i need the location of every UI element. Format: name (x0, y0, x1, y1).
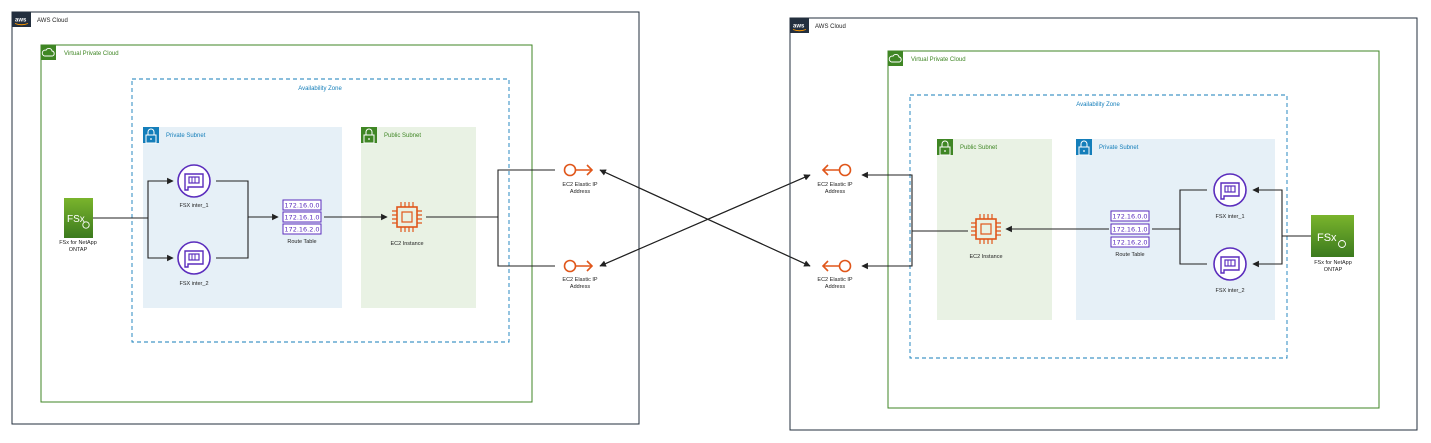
route-table-label: Route Table (1115, 252, 1144, 258)
eip-label-line1: EC2 Elastic IP (562, 277, 597, 283)
left-availability-zone: Availability Zone (131, 78, 510, 343)
eip-label-line2: Address (825, 284, 845, 290)
left-connectors (92, 169, 555, 267)
aws-logo-icon (790, 18, 809, 33)
fsx-netapp-label-line2: ONTAP (69, 247, 88, 253)
fsx-inter-2-label: FSX inter_2 (1215, 288, 1244, 294)
ec2-instance-label: EC2 Instance (969, 254, 1002, 260)
aws-cloud-label: AWS Cloud (37, 18, 68, 24)
fsx-netapp-icon (64, 198, 93, 238)
eip-label-line2: Address (825, 189, 845, 195)
aws-logo-text: aws (15, 18, 27, 24)
network-interface-icon (177, 164, 211, 198)
aws-logo-text: aws (793, 24, 805, 30)
left-vpc: Virtual Private Cloud (40, 44, 533, 403)
left-aws-cloud: aws AWS Cloud (11, 11, 640, 425)
network-interface-icon (1213, 173, 1247, 207)
fsx-netapp-icon (1311, 215, 1354, 257)
fsx-netapp-label-line2: ONTAP (1324, 267, 1343, 273)
fsx-netapp-label-line1: FSx for NetApp (1314, 260, 1352, 266)
fsx-netapp-right: FSx FSx for NetApp ONTAP (1311, 215, 1354, 273)
eip-label-line2: Address (570, 189, 590, 195)
network-interface-icon (1213, 247, 1247, 281)
elastic-ip-icon (563, 259, 593, 273)
fsx-inter-2-left: FSX inter_2 (177, 241, 211, 287)
eip-label-line1: EC2 Elastic IP (817, 182, 852, 188)
fsx-inter-2-right: FSX inter_2 (1213, 247, 1247, 294)
right-vpc: Virtual Private Cloud (887, 50, 1380, 409)
fsx-netapp-left: FSx FSx for NetApp ONTAP (59, 198, 97, 253)
ec2-instance-left: EC2 Instance (390, 201, 424, 247)
elastic-ip-icon (822, 259, 852, 273)
network-interface-icon (177, 241, 211, 275)
eip-left-bottom: EC2 Elastic IP Address (562, 259, 598, 290)
public-subnet-label: Public Subnet (384, 133, 421, 139)
ec2-instance-right: EC2 Instance (969, 213, 1003, 260)
route-entry: 172.16.0.0 (284, 202, 319, 210)
fsx-logo-text: FSx (67, 214, 85, 225)
route-table-label: Route Table (287, 239, 316, 245)
fsx-inter-1-left: FSX inter_1 (177, 164, 211, 209)
route-entry: 172.16.2.0 (1112, 239, 1147, 247)
availability-zone-label: Availability Zone (1076, 102, 1120, 108)
aws-cloud-label: AWS Cloud (815, 24, 846, 30)
eip-label-line1: EC2 Elastic IP (817, 277, 852, 283)
route-entry: 172.16.2.0 (284, 226, 319, 234)
fsx-inter-1-label: FSX inter_1 (179, 203, 208, 209)
aws-logo-icon (12, 12, 31, 27)
fsx-logo-text: FSx (1317, 232, 1337, 244)
elastic-ip-icon (563, 163, 593, 177)
fsx-inter-1-label: FSX inter_1 (1215, 214, 1244, 220)
route-table-left: 172.16.0.0 172.16.1.0 172.16.2.0 Route T… (282, 199, 322, 245)
availability-zone-label: Availability Zone (298, 86, 342, 92)
ec2-instance-label: EC2 Instance (390, 241, 423, 247)
elastic-ip-icon (822, 163, 852, 177)
route-entry: 172.16.0.0 (1112, 213, 1147, 221)
cross-links (599, 169, 811, 267)
vpc-label: Virtual Private Cloud (64, 51, 119, 57)
fsx-inter-1-right: FSX inter_1 (1213, 173, 1247, 220)
eip-label-line1: EC2 Elastic IP (562, 182, 597, 188)
vpc-label: Virtual Private Cloud (911, 57, 966, 63)
right-availability-zone: Availability Zone (909, 94, 1288, 359)
route-entry: 172.16.1.0 (284, 214, 319, 222)
fsx-netapp-label-line1: FSx for NetApp (59, 240, 97, 246)
eip-right-bottom: EC2 Elastic IP Address (817, 259, 853, 290)
right-connectors (861, 171, 1311, 270)
eip-left-top: EC2 Elastic IP Address (562, 163, 598, 195)
private-subnet-label: Private Subnet (166, 133, 206, 139)
right-aws-cloud: aws AWS Cloud (789, 17, 1418, 431)
route-entry: 172.16.1.0 (1112, 226, 1147, 234)
eip-label-line2: Address (570, 284, 590, 290)
route-table-right: 172.16.0.0 172.16.1.0 172.16.2.0 Route T… (1110, 210, 1150, 258)
public-subnet-label: Public Subnet (960, 145, 997, 151)
eip-right-top: EC2 Elastic IP Address (817, 163, 853, 195)
private-subnet-label: Private Subnet (1099, 145, 1139, 151)
fsx-inter-2-label: FSX inter_2 (179, 281, 208, 287)
